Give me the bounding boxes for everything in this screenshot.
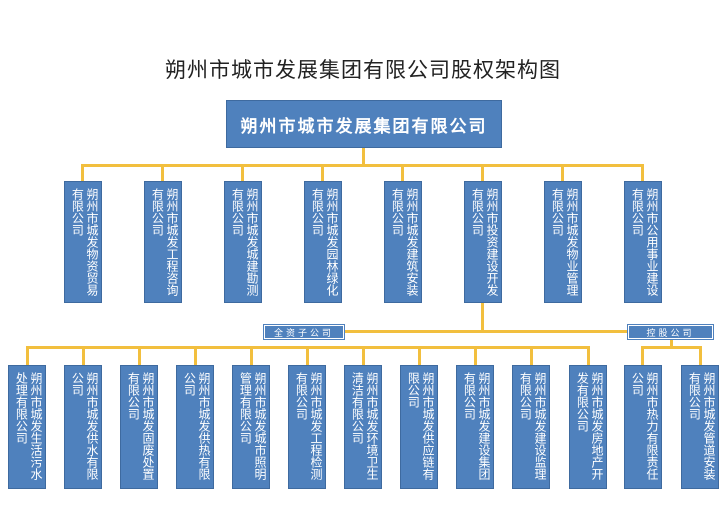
connector-root-down — [362, 148, 365, 166]
tier2-company-label: 朔州市城发生活污水处理有限公司 — [14, 372, 43, 480]
tier1-company-label: 朔州市城发物业管理有限公司 — [550, 188, 579, 296]
tier1-company-box: 朔州市城发物资贸易有限公司 — [64, 181, 102, 303]
tier2-company-label: 朔州市城发供热有限公司 — [182, 372, 211, 480]
tier2-company-label: 朔州市城发供水有限公司 — [70, 372, 99, 480]
tier1-company-box: 朔州市城发城建勘测有限公司 — [224, 181, 262, 303]
holding-company-label: 朔州市城发管道安装有限公司 — [687, 372, 716, 480]
tier1-company-label: 朔州市投资建设开发有限公司 — [470, 188, 499, 296]
connector-tier2-drop — [530, 346, 533, 365]
tier2-company-label: 朔州市城发建设监理有限公司 — [518, 372, 547, 480]
tier1-company-box: 朔州市公用事业建设有限公司 — [624, 181, 662, 303]
connector-tier2-drop — [699, 346, 702, 365]
tier1-company-box: 朔州市城发园林绿化有限公司 — [304, 181, 342, 303]
connector-groups-bus — [344, 330, 628, 333]
connector-tier2-drop — [306, 346, 309, 365]
tier2-company-label: 朔州市城发城市照明管理有限公司 — [238, 372, 267, 480]
tier1-company-box: 朔州市城发物业管理有限公司 — [544, 181, 582, 303]
tier2-company-label: 朔州市城发工程检测有限公司 — [294, 372, 323, 480]
diagram-title: 朔州市城市发展集团有限公司股权架构图 — [165, 58, 561, 82]
tier2-company-label: 朔州市城发房地产开发有限公司 — [575, 372, 604, 480]
tier1-company-label: 朔州市公用事业建设有限公司 — [630, 188, 659, 296]
connector-tier2-drop — [362, 346, 365, 365]
tier1-company-label: 朔州市城发园林绿化有限公司 — [310, 188, 339, 296]
tier2-company-box: 朔州市城发工程检测有限公司 — [288, 365, 326, 489]
tier1-company-label: 朔州市城发工程咨询有限公司 — [150, 188, 179, 296]
root-company-box: 朔州市城市发展集团有限公司 — [226, 100, 502, 148]
connector-tier2-drop — [138, 346, 141, 365]
tier2-company-label: 朔州市城发供应链有限公司 — [406, 372, 435, 480]
holding-company-box: 朔州市城发管道安装有限公司 — [681, 365, 719, 489]
tier2-company-label: 朔州市城发环境卫生清洁有限公司 — [350, 372, 379, 480]
tier2-company-box: 朔州市城发城市照明管理有限公司 — [232, 365, 270, 489]
tier2-company-box: 朔州市城发固废处置有限公司 — [120, 365, 158, 489]
connector-tier2-drop — [26, 346, 29, 365]
connector-tier2-drop — [250, 346, 253, 365]
tier1-company-box: 朔州市投资建设开发有限公司 — [464, 181, 502, 303]
connector-tier2-drop — [418, 346, 421, 365]
connector-tier1-drop — [81, 164, 84, 181]
tier1-company-label: 朔州市城发建筑安装有限公司 — [390, 188, 419, 296]
connector-tier2-drop — [474, 346, 477, 365]
tier2-company-box: 朔州市城发环境卫生清洁有限公司 — [344, 365, 382, 489]
connector-tier1-drop — [161, 164, 164, 181]
tier2-company-box: 朔州市城发建设集团有限公司 — [456, 365, 494, 489]
connector-holding-down — [670, 337, 673, 348]
tier2-company-box: 朔州市城发生活污水处理有限公司 — [8, 365, 46, 489]
connector-tier1-bus — [81, 164, 644, 167]
connector-tier1-drop — [321, 164, 324, 181]
tier1-company-box: 朔州市城发建筑安装有限公司 — [384, 181, 422, 303]
holding-company-label: 朔州市热力有限责任公司 — [630, 372, 659, 480]
holding-group-label: 控股公司 — [627, 324, 714, 340]
connector-tier1-drop — [481, 164, 484, 181]
connector-tier2-drop — [587, 346, 590, 365]
tier2-company-box: 朔州市城发供水有限公司 — [64, 365, 102, 489]
tier2-company-box: 朔州市城发供应链有限公司 — [400, 365, 438, 489]
wholly-owned-group-label: 全资子公司 — [263, 324, 345, 340]
tier1-company-label: 朔州市城发物资贸易有限公司 — [70, 188, 99, 296]
connector-tier1-drop — [241, 164, 244, 181]
tier2-company-box: 朔州市城发建设监理有限公司 — [512, 365, 550, 489]
tier1-company-box: 朔州市城发工程咨询有限公司 — [144, 181, 182, 303]
tier2-company-label: 朔州市城发固废处置有限公司 — [126, 372, 155, 480]
tier2-company-box: 朔州市城发供热有限公司 — [176, 365, 214, 489]
connector-tier2-drop — [641, 346, 644, 365]
connector-tier1-drop — [641, 164, 644, 181]
root-company-label: 朔州市城市发展集团有限公司 — [240, 116, 488, 137]
tier1-company-label: 朔州市城发城建勘测有限公司 — [230, 188, 259, 296]
tier2-company-box: 朔州市城发房地产开发有限公司 — [569, 365, 607, 489]
tier2-company-label: 朔州市城发建设集团有限公司 — [462, 372, 491, 480]
connector-invest-down — [481, 303, 484, 332]
connector-tier1-drop — [401, 164, 404, 181]
connector-tier2-drop — [194, 346, 197, 365]
connector-tier1-drop — [561, 164, 564, 181]
holding-company-box: 朔州市热力有限责任公司 — [624, 365, 662, 489]
connector-tier2-drop — [82, 346, 85, 365]
